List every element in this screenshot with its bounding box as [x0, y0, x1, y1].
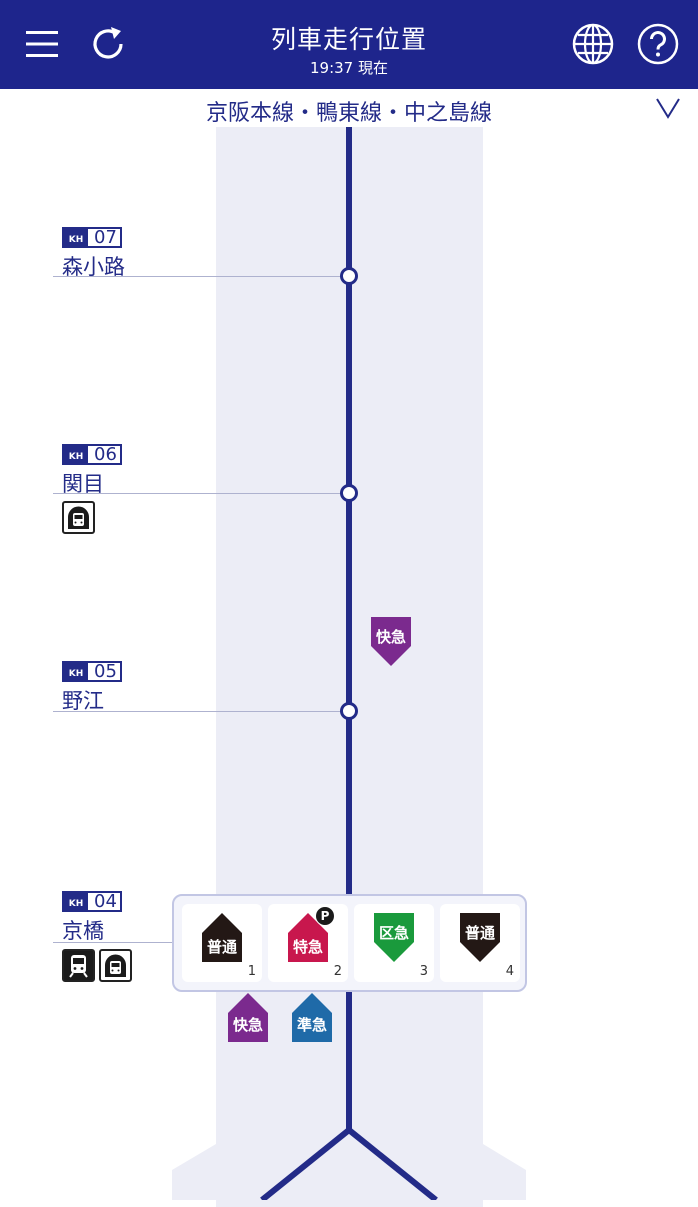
train-sub-express[interactable]: 区急 [374, 913, 414, 962]
station-code-kh05: KH 05 [62, 661, 122, 682]
station-name-morishoji[interactable]: 森小路 [62, 255, 125, 279]
train-limited-express[interactable]: 特急 [288, 913, 328, 962]
station-name-noe[interactable]: 野江 [62, 689, 104, 713]
line-name: 京阪本線・鴨東線・中之島線 [205, 101, 492, 126]
station-node-kh06[interactable] [340, 484, 358, 502]
train-rapid-express[interactable]: 快急 [371, 617, 411, 666]
station-divider [53, 493, 349, 494]
menu-button[interactable] [19, 21, 65, 67]
app-header: 列車走行位置 19:37 現在 [0, 0, 698, 89]
station-code-kh04: KH 04 [62, 891, 122, 912]
chevron-down-icon[interactable] [654, 93, 682, 121]
help-circle-icon [637, 23, 679, 65]
station-code-kh06: KH 06 [62, 444, 122, 465]
station-divider [53, 942, 173, 943]
station-divider [53, 711, 349, 712]
globe-icon [572, 23, 614, 65]
refresh-icon [93, 27, 123, 59]
premium-car-icon: P [315, 906, 335, 926]
line-selector[interactable]: 京阪本線・鴨東線・中之島線 [0, 89, 698, 127]
hamburger-menu-icon [26, 31, 58, 57]
platform-card-1[interactable]: 普通 1 [182, 904, 262, 982]
jr-train-transfer-icon [62, 949, 95, 982]
station-name-kyobashi[interactable]: 京橋 [62, 919, 104, 943]
refresh-button[interactable] [85, 21, 131, 67]
train-local[interactable]: 普通 [202, 913, 242, 962]
station-divider [53, 276, 349, 277]
update-time: 19:37 現在 [310, 59, 388, 77]
station-node-kh05[interactable] [340, 702, 358, 720]
subway-transfer-icon [62, 501, 95, 534]
train-semi-express[interactable]: 準急 [292, 993, 332, 1042]
train-rapid-express[interactable]: 快急 [228, 993, 268, 1042]
station-node-kh07[interactable] [340, 267, 358, 285]
platform-card-4[interactable]: 普通 4 [440, 904, 520, 982]
platform-card-2[interactable]: 特急 P 2 [268, 904, 348, 982]
help-button[interactable] [635, 21, 681, 67]
station-name-sekime[interactable]: 関目 [62, 472, 104, 496]
platform-card-3[interactable]: 区急 3 [354, 904, 434, 982]
page-title: 列車走行位置 [270, 25, 427, 54]
train-local[interactable]: 普通 [460, 913, 500, 962]
subway-transfer-icon [99, 949, 132, 982]
station-code-kh07: KH 07 [62, 227, 122, 248]
kyobashi-platform-panel: 普通 1 特急 P 2 区急 3 普通 4 [172, 894, 527, 992]
language-button[interactable] [570, 21, 616, 67]
